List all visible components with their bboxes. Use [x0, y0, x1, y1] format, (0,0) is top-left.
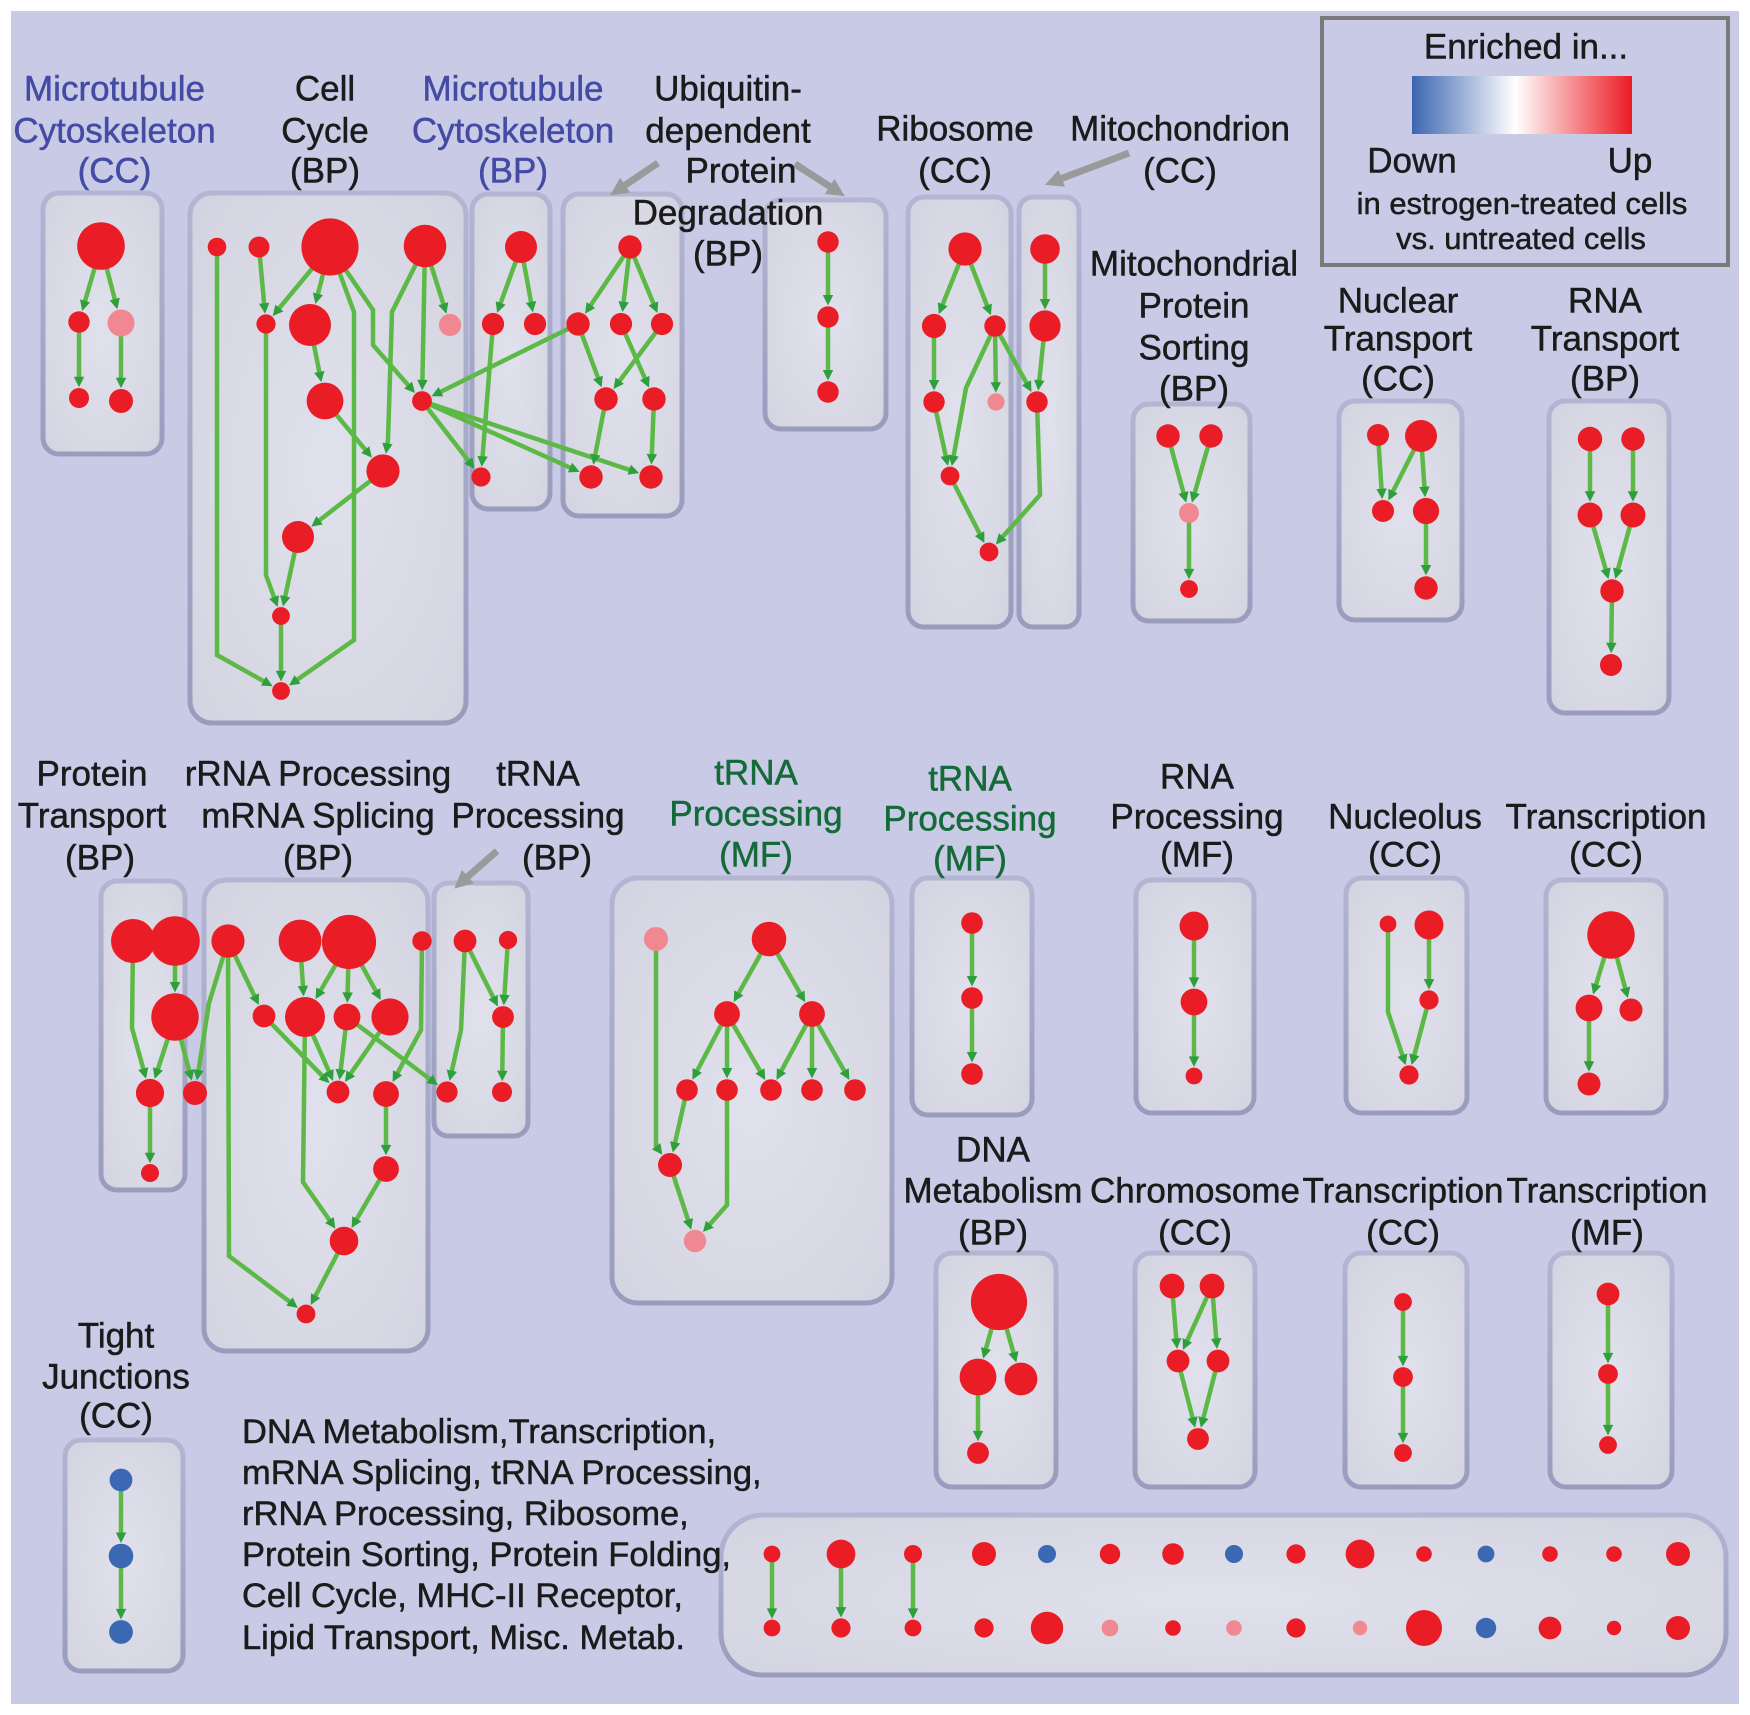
svg-text:in estrogen-treated cells: in estrogen-treated cells	[1357, 186, 1688, 221]
svg-text:Processing: Processing	[669, 794, 842, 833]
svg-text:Protein: Protein	[686, 151, 797, 190]
svg-text:Lipid Transport, Misc. Metab.: Lipid Transport, Misc. Metab.	[242, 1619, 685, 1657]
svg-text:Processing: Processing	[1110, 797, 1283, 836]
svg-text:Enriched in...: Enriched in...	[1424, 27, 1628, 66]
svg-text:(CC): (CC)	[78, 151, 152, 190]
svg-text:Junctions: Junctions	[42, 1357, 190, 1396]
svg-text:(BP): (BP)	[958, 1213, 1028, 1252]
svg-text:rRNA Processing: rRNA Processing	[185, 754, 451, 793]
svg-text:(CC): (CC)	[1368, 835, 1442, 874]
svg-text:Transport: Transport	[1531, 319, 1680, 358]
svg-text:Protein: Protein	[1139, 286, 1250, 325]
svg-text:Cytoskeleton: Cytoskeleton	[412, 111, 614, 150]
svg-text:Ubiquitin-: Ubiquitin-	[654, 69, 802, 108]
svg-text:RNA: RNA	[1160, 757, 1235, 796]
svg-text:vs. untreated cells: vs. untreated cells	[1396, 221, 1646, 256]
svg-text:(MF): (MF)	[719, 835, 793, 874]
svg-text:Protein Sorting, Protein Foldi: Protein Sorting, Protein Folding,	[242, 1536, 731, 1574]
svg-text:Chromosome: Chromosome	[1090, 1171, 1300, 1210]
svg-text:(CC): (CC)	[1366, 1213, 1440, 1252]
svg-text:Nuclear: Nuclear	[1338, 281, 1459, 320]
svg-text:Transcription: Transcription	[1303, 1171, 1504, 1210]
svg-text:(MF): (MF)	[1160, 835, 1234, 874]
svg-text:Processing: Processing	[883, 799, 1056, 838]
svg-text:(BP): (BP)	[522, 838, 592, 877]
svg-text:Mitochondrion: Mitochondrion	[1070, 109, 1290, 148]
svg-text:(CC): (CC)	[1361, 359, 1435, 398]
svg-text:(MF): (MF)	[933, 839, 1007, 878]
svg-text:Transport: Transport	[18, 796, 167, 835]
svg-text:tRNA: tRNA	[496, 754, 580, 793]
svg-text:Transcription: Transcription	[1506, 797, 1707, 836]
svg-text:tRNA: tRNA	[714, 753, 798, 792]
svg-text:(BP): (BP)	[478, 151, 548, 190]
svg-text:Metabolism: Metabolism	[904, 1171, 1083, 1210]
svg-text:(MF): (MF)	[1570, 1213, 1644, 1252]
svg-text:Cell Cycle, MHC-II Receptor,: Cell Cycle, MHC-II Receptor,	[242, 1577, 683, 1615]
svg-text:DNA Metabolism,Transcription,: DNA Metabolism,Transcription,	[242, 1413, 716, 1451]
svg-text:Cycle: Cycle	[281, 111, 369, 150]
svg-text:Cell: Cell	[295, 69, 355, 108]
svg-text:Ribosome: Ribosome	[876, 109, 1034, 148]
svg-text:(BP): (BP)	[693, 234, 763, 273]
svg-text:(BP): (BP)	[290, 151, 360, 190]
svg-text:Mitochondrial: Mitochondrial	[1090, 244, 1298, 283]
svg-text:Nucleolus: Nucleolus	[1328, 797, 1482, 836]
svg-text:(CC): (CC)	[79, 1396, 153, 1435]
svg-text:Transport: Transport	[1324, 319, 1473, 358]
svg-text:(CC): (CC)	[1569, 835, 1643, 874]
svg-text:Protein: Protein	[37, 754, 148, 793]
svg-text:Degradation: Degradation	[633, 193, 824, 232]
svg-text:Tight: Tight	[78, 1316, 155, 1355]
svg-text:(CC): (CC)	[1143, 151, 1217, 190]
svg-text:dependent: dependent	[645, 111, 811, 150]
svg-text:Cytoskeleton: Cytoskeleton	[13, 111, 215, 150]
svg-text:(BP): (BP)	[1159, 369, 1229, 408]
svg-text:(BP): (BP)	[283, 838, 353, 877]
svg-text:Processing: Processing	[451, 796, 624, 835]
svg-text:Microtubule: Microtubule	[423, 69, 604, 108]
svg-text:Transcription: Transcription	[1507, 1171, 1708, 1210]
svg-text:Microtubule: Microtubule	[24, 69, 205, 108]
svg-text:RNA: RNA	[1568, 281, 1643, 320]
svg-text:tRNA: tRNA	[928, 759, 1012, 798]
svg-text:(BP): (BP)	[1570, 359, 1640, 398]
svg-text:rRNA Processing, Ribosome,: rRNA Processing, Ribosome,	[242, 1495, 689, 1533]
svg-text:(CC): (CC)	[1158, 1213, 1232, 1252]
svg-text:Down: Down	[1367, 141, 1456, 180]
svg-text:mRNA Splicing: mRNA Splicing	[201, 796, 434, 835]
svg-text:(BP): (BP)	[65, 838, 135, 877]
svg-text:mRNA Splicing, tRNA Processing: mRNA Splicing, tRNA Processing,	[242, 1454, 762, 1492]
svg-text:(CC): (CC)	[918, 151, 992, 190]
svg-text:Sorting: Sorting	[1139, 328, 1250, 367]
svg-text:Up: Up	[1608, 141, 1653, 180]
svg-text:DNA: DNA	[956, 1130, 1031, 1169]
